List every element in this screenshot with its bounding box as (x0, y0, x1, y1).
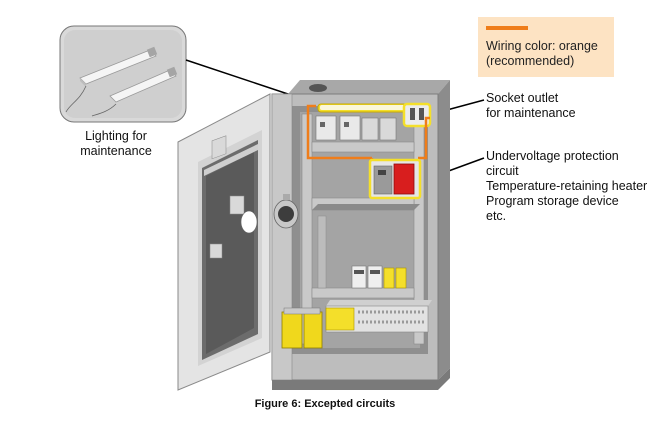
lighting-label-line-2: maintenance (80, 144, 152, 158)
wiring-color-legend: Wiring color: orange (recommended) (478, 17, 614, 77)
lower-contactors (351, 265, 407, 289)
lighting-label: Lighting for maintenance (78, 129, 154, 159)
bottom-terminal-strip (325, 300, 432, 333)
socket-label-line-1: Socket outlet (486, 91, 559, 105)
circuits-label-line-4: etc. (486, 209, 507, 223)
heater-unit (368, 158, 422, 200)
circuits-label-line-2: Temperature-retaining heater (486, 179, 648, 193)
socket-outlet-label: Socket outlet for maintenance (486, 91, 576, 121)
door-handle (273, 194, 299, 229)
legend-line-1: Wiring color: orange (486, 39, 598, 53)
legend-orange-line (486, 26, 528, 30)
top-component-rail (315, 103, 409, 141)
socket-outlet (402, 102, 432, 128)
figure-caption: Figure 6: Excepted circuits (254, 398, 396, 410)
led-light-bar-lower (109, 66, 178, 103)
socket-label-line-2: for maintenance (486, 106, 576, 120)
lighting-label-line-1: Lighting for (85, 129, 147, 143)
circuits-label-line-3: Program storage device (486, 194, 619, 208)
legend-text: Wiring color: orange (recommended) (486, 39, 598, 69)
yellow-power-supplies (281, 307, 323, 349)
legend-line-2: (recommended) (486, 54, 575, 68)
cabinet-door (177, 93, 271, 391)
excepted-circuits-label: Undervoltage protection circuit Temperat… (486, 149, 650, 224)
circuits-label-line-1: Undervoltage protection circuit (486, 149, 619, 178)
led-light-bar-upper (79, 46, 158, 87)
cable-entry-hole (309, 84, 327, 92)
middle-shelf (312, 204, 420, 210)
lighting-inset (59, 25, 187, 123)
